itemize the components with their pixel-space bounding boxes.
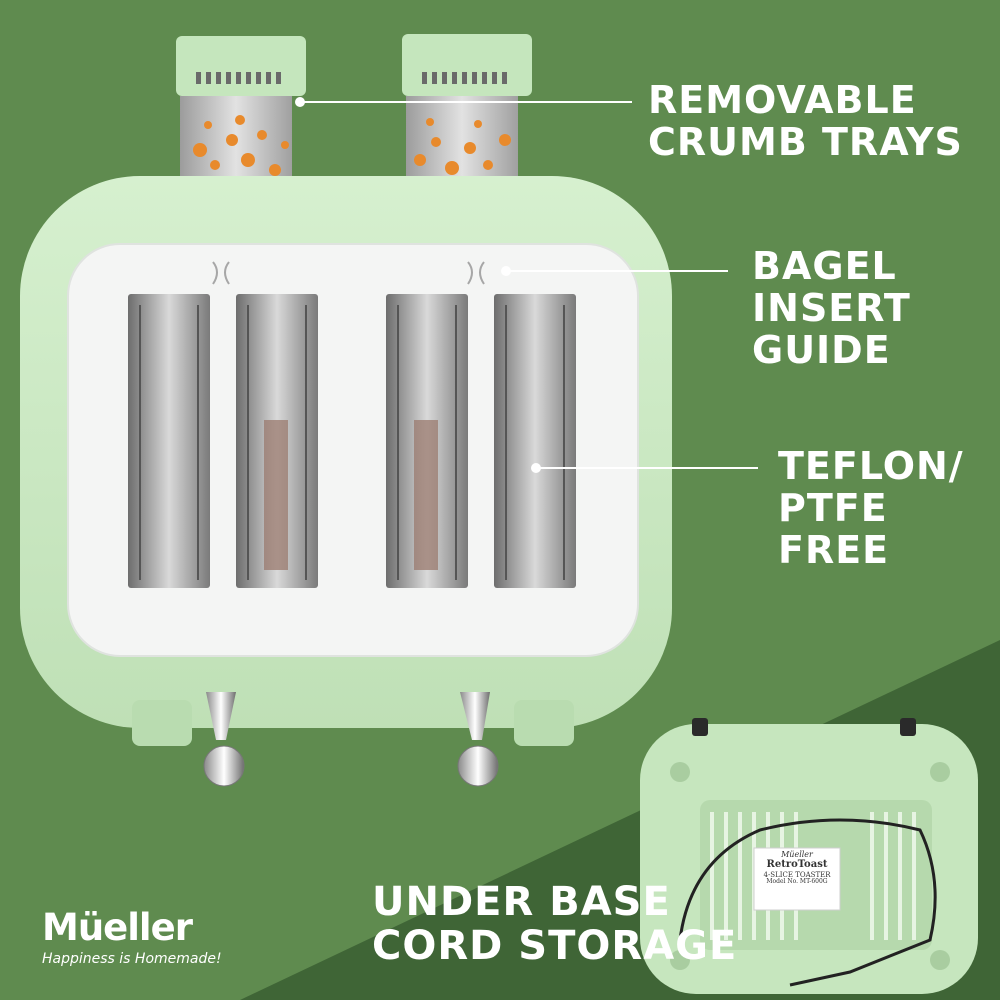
callout-bagel-guide: BAGEL INSERT GUIDE: [752, 244, 911, 372]
crumb-tray-right: [402, 34, 532, 188]
callout-line: PTFE FREE: [778, 485, 890, 572]
callout-line: INSERT: [752, 285, 911, 330]
base-label-subtitle: 4-SLICE TOASTER: [763, 870, 831, 879]
base-label-product: RetroToast: [766, 859, 828, 871]
callout-line: BAGEL: [752, 244, 897, 288]
underside-view: [640, 718, 978, 994]
brand-logo: Müeller Happiness is Homemade!: [42, 906, 222, 967]
base-label-brand: Müeller: [781, 850, 813, 859]
base-label: Müeller RetroToast 4-SLICE TOASTER Model…: [754, 850, 840, 886]
toast-levers: [203, 692, 499, 787]
callout-line: TEFLON/: [778, 444, 964, 488]
callout-teflon-free: TEFLON/ PTFE FREE: [778, 444, 1000, 572]
callout-cord-storage: UNDER BASE CORD STORAGE: [372, 880, 737, 968]
toast-slots: [128, 294, 576, 588]
brand-tagline: Happiness is Homemade!: [42, 951, 222, 967]
callout-line: GUIDE: [752, 327, 891, 372]
callout-crumb-trays: REMOVABLE CRUMB TRAYS: [648, 78, 963, 164]
bagel-guide-marks: [212, 261, 485, 285]
callout-line: CRUMB TRAYS: [648, 119, 963, 164]
base-label-model: Model No. MT-600G: [766, 877, 828, 885]
brand-name: Müeller: [42, 906, 193, 949]
callout-line: REMOVABLE: [648, 78, 917, 122]
crumb-tray-left: [176, 36, 306, 188]
callout-line: CORD STORAGE: [372, 923, 738, 969]
callout-line: UNDER BASE: [372, 879, 671, 925]
